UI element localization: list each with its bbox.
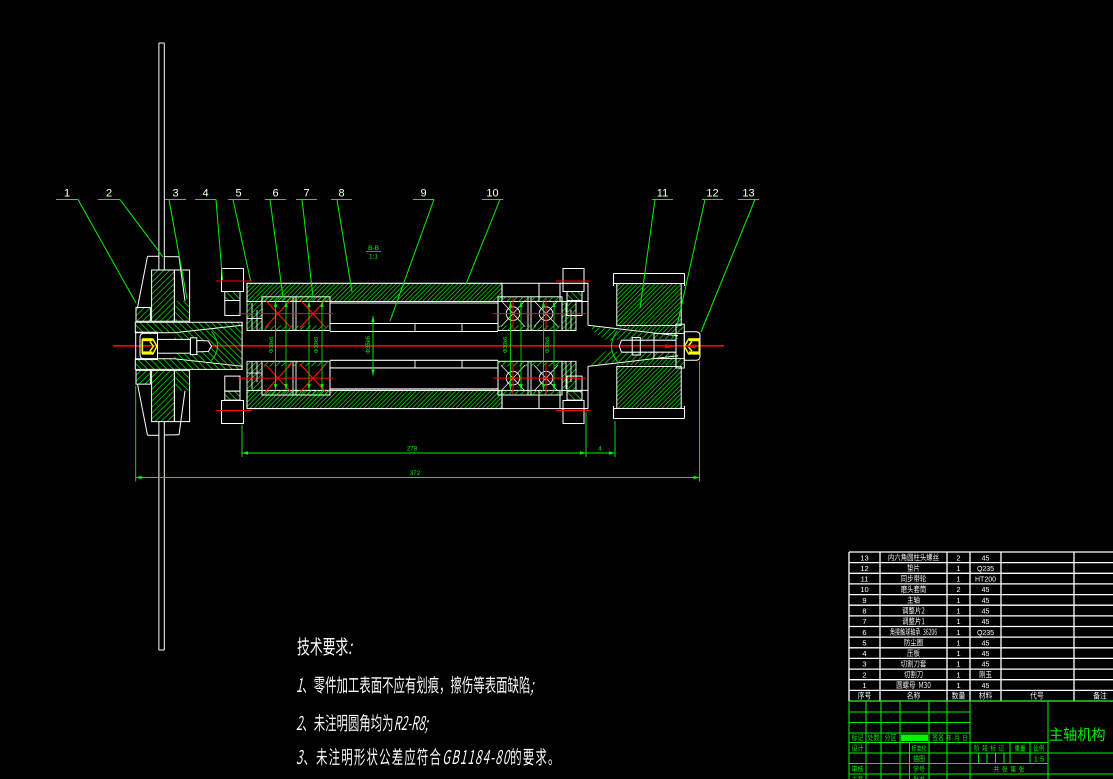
svg-text:4: 4 <box>862 649 866 658</box>
svg-text:3: 3 <box>172 188 178 200</box>
svg-text:8: 8 <box>338 188 344 200</box>
svg-text:Q235: Q235 <box>977 630 994 637</box>
svg-text:1: 1 <box>956 564 960 573</box>
svg-text:13: 13 <box>860 553 868 562</box>
svg-text:1: 1 <box>64 188 70 200</box>
svg-text:11: 11 <box>657 188 668 200</box>
svg-text:3: 3 <box>862 660 866 669</box>
svg-text:11: 11 <box>861 575 869 584</box>
svg-text:1: 1 <box>956 617 960 626</box>
svg-text:1: 1 <box>956 607 960 616</box>
svg-text:Φ35k6: Φ35k6 <box>366 335 372 353</box>
svg-text:HT200: HT200 <box>975 577 996 584</box>
svg-text:45: 45 <box>982 683 990 690</box>
svg-text:12: 12 <box>860 564 868 573</box>
svg-text:Q235: Q235 <box>977 566 994 573</box>
svg-text:45: 45 <box>982 587 990 594</box>
svg-text:45: 45 <box>982 640 990 647</box>
svg-text:13: 13 <box>742 188 754 200</box>
svg-text:6: 6 <box>862 628 866 637</box>
svg-text:Φ30k6: Φ30k6 <box>503 337 509 353</box>
svg-text:45: 45 <box>982 662 990 669</box>
svg-text:1: 1 <box>956 660 960 669</box>
svg-text:5: 5 <box>235 188 241 200</box>
svg-text:Φ30k6: Φ30k6 <box>269 337 275 353</box>
svg-text:1: 1 <box>956 670 960 679</box>
svg-text:2: 2 <box>956 553 960 562</box>
svg-text:6: 6 <box>272 188 278 200</box>
svg-text:Φ30k6: Φ30k6 <box>314 337 320 353</box>
svg-text:1: 1 <box>862 681 866 690</box>
svg-text:10: 10 <box>860 585 868 594</box>
svg-text:1:1: 1:1 <box>369 254 378 261</box>
svg-text:1: 1 <box>956 596 960 605</box>
svg-text:2: 2 <box>956 585 960 594</box>
svg-text:4: 4 <box>202 188 208 200</box>
svg-text:372: 372 <box>410 470 421 477</box>
svg-text:Φ30k6: Φ30k6 <box>545 337 551 353</box>
svg-text:1: 1 <box>956 638 960 647</box>
svg-text:5: 5 <box>862 638 866 647</box>
svg-text:1: 1 <box>956 649 960 658</box>
svg-text:2: 2 <box>862 670 866 679</box>
svg-text:278: 278 <box>407 446 418 453</box>
svg-text:1: 1 <box>956 681 960 690</box>
svg-text:1: 1 <box>956 575 960 584</box>
svg-text:45: 45 <box>982 651 990 658</box>
svg-text:9: 9 <box>862 596 866 605</box>
svg-text:12: 12 <box>706 188 718 200</box>
svg-text:8: 8 <box>862 607 866 616</box>
svg-text:1: 1 <box>956 628 960 637</box>
svg-text:45: 45 <box>982 619 990 626</box>
svg-text:4: 4 <box>598 446 602 453</box>
svg-text:10: 10 <box>486 188 498 200</box>
svg-text:7: 7 <box>862 617 866 626</box>
svg-text:45: 45 <box>982 555 990 562</box>
svg-text:B-B: B-B <box>368 245 379 252</box>
svg-text:1:5: 1:5 <box>1034 755 1044 764</box>
svg-text:45: 45 <box>982 598 990 605</box>
svg-text:45: 45 <box>982 609 990 616</box>
svg-text:7: 7 <box>303 188 309 200</box>
svg-text:2: 2 <box>106 188 112 200</box>
svg-text:9: 9 <box>420 188 426 200</box>
